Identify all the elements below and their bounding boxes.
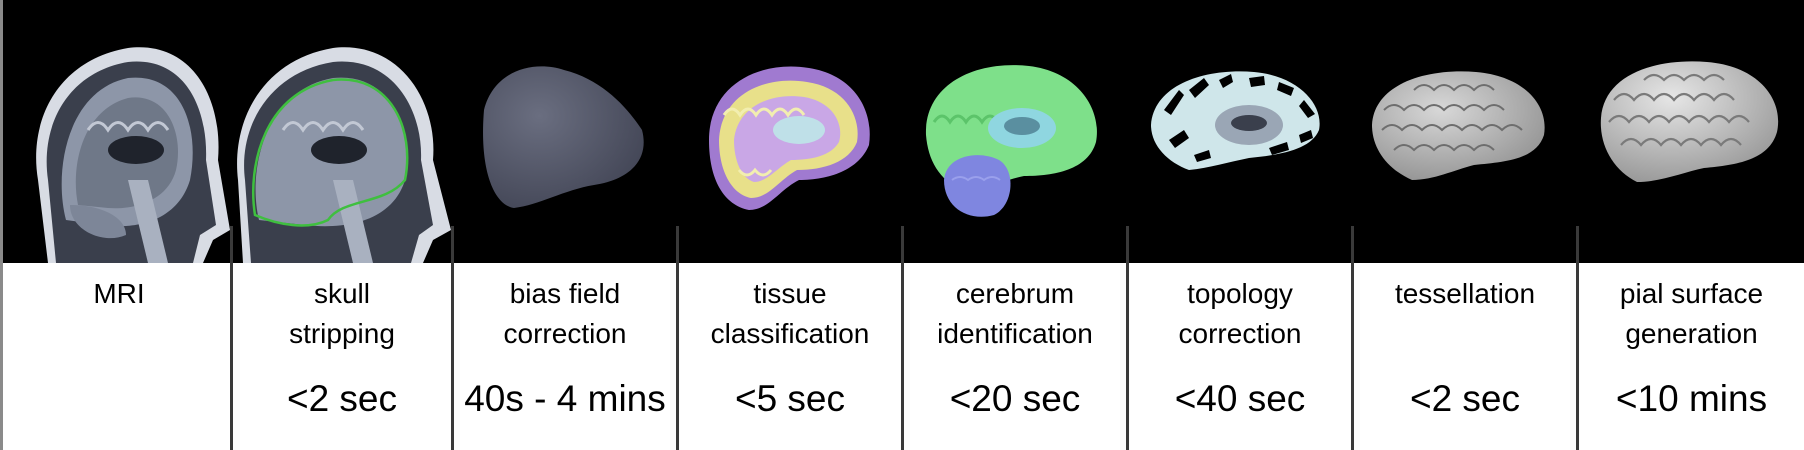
stage-label-line: tissue: [753, 278, 827, 309]
cerebrum-identification-image: [904, 30, 1126, 263]
stage-tissue-classification: tissue classification <5 sec: [679, 0, 901, 450]
stage-label-line: identification: [937, 318, 1093, 349]
stage-time: <5 sec: [734, 378, 846, 419]
stage-label: cerebrum identification: [904, 274, 1126, 354]
stage-time: <40 sec: [1174, 378, 1306, 419]
stage-label-line: correction: [503, 318, 627, 349]
stage-time: <2 sec: [286, 378, 398, 419]
stage-label: MRI: [8, 274, 230, 314]
mri-slice-image: [8, 30, 230, 263]
stage-time: <20 sec: [949, 378, 1081, 419]
pial-surface-image: [1579, 30, 1804, 263]
stage-label-line: correction: [1178, 318, 1302, 349]
stage-time: <10 mins: [1615, 378, 1768, 419]
tissue-classification-image: [679, 30, 901, 263]
stage-label-line: cerebrum: [955, 278, 1075, 309]
stage-divider: [1576, 226, 1579, 450]
tessellation-image: [1354, 30, 1576, 263]
stage-label: pial surface generation: [1579, 274, 1804, 354]
stage-pial-surface-generation: pial surface generation <10 mins: [1579, 0, 1804, 450]
stage-divider: [1126, 226, 1129, 450]
stage-label: tissue classification: [679, 274, 901, 354]
stage-label-line: MRI: [93, 278, 145, 309]
stage-skull-stripping: skull stripping <2 sec: [233, 0, 451, 450]
stage-divider: [901, 226, 904, 450]
stage-label: skull stripping: [233, 274, 451, 354]
topology-correction-image: [1129, 30, 1351, 263]
stage-label-line: pial surface: [1619, 278, 1764, 309]
stage-label-line: classification: [710, 318, 870, 349]
stage-cerebrum-identification: cerebrum identification <20 sec: [904, 0, 1126, 450]
stage-label-line: stripping: [289, 318, 395, 349]
stage-divider: [451, 226, 454, 450]
stage-label-line: skull: [313, 278, 370, 309]
bias-field-image: [454, 30, 676, 263]
stage-label-line: bias field: [509, 278, 621, 309]
stage-label: tessellation: [1354, 274, 1576, 314]
stage-bias-field-correction: bias field correction 40s - 4 mins: [454, 0, 676, 450]
stage-tessellation: tessellation <2 sec: [1354, 0, 1576, 450]
stage-divider: [1351, 226, 1354, 450]
stage-label: topology correction: [1129, 274, 1351, 354]
stage-label-line: generation: [1625, 318, 1758, 349]
stage-time: <2 sec: [1409, 378, 1521, 419]
stage-divider: [676, 226, 679, 450]
stage-mri: MRI: [8, 0, 230, 450]
stage-divider: [230, 226, 233, 450]
stage-label-line: tessellation: [1394, 278, 1536, 309]
stage-time: 40s - 4 mins: [464, 378, 666, 419]
stage-label: bias field correction: [454, 274, 676, 354]
skull-stripping-image: [233, 30, 451, 263]
stage-topology-correction: topology correction <40 sec: [1129, 0, 1351, 450]
left-border: [0, 0, 3, 450]
stage-label-line: topology: [1187, 278, 1293, 309]
